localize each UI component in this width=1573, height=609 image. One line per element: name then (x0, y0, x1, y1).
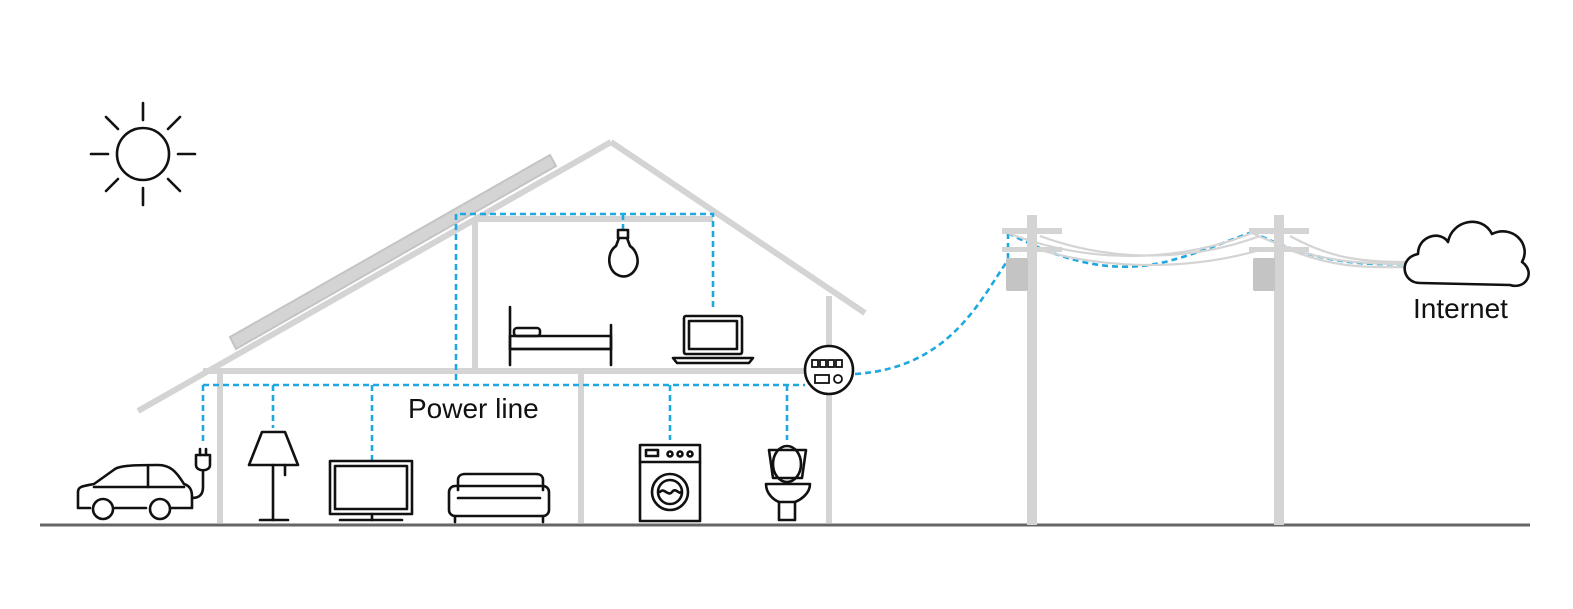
plug-icon (190, 447, 212, 500)
light-bulb-icon (607, 228, 639, 278)
house-structure (136, 139, 867, 523)
power-line-label: Power line (408, 393, 539, 424)
sun-icon (89, 101, 197, 207)
washing-machine-icon (638, 443, 702, 523)
toilet-icon (764, 444, 812, 522)
power-meter-icon (803, 344, 855, 396)
sofa-icon (447, 472, 551, 524)
laptop-icon (671, 314, 755, 365)
bed-icon (508, 305, 613, 367)
solar-panel (228, 153, 558, 351)
floor-lamp-icon (247, 430, 300, 522)
overhead-wires (1007, 231, 1406, 269)
cloud-icon (1403, 220, 1530, 288)
electric-car-icon (76, 463, 194, 521)
utility-pole-right (1249, 215, 1309, 525)
internet-label: Internet (1413, 293, 1508, 324)
tv-icon (328, 459, 414, 522)
utility-pole-left (1002, 215, 1062, 525)
